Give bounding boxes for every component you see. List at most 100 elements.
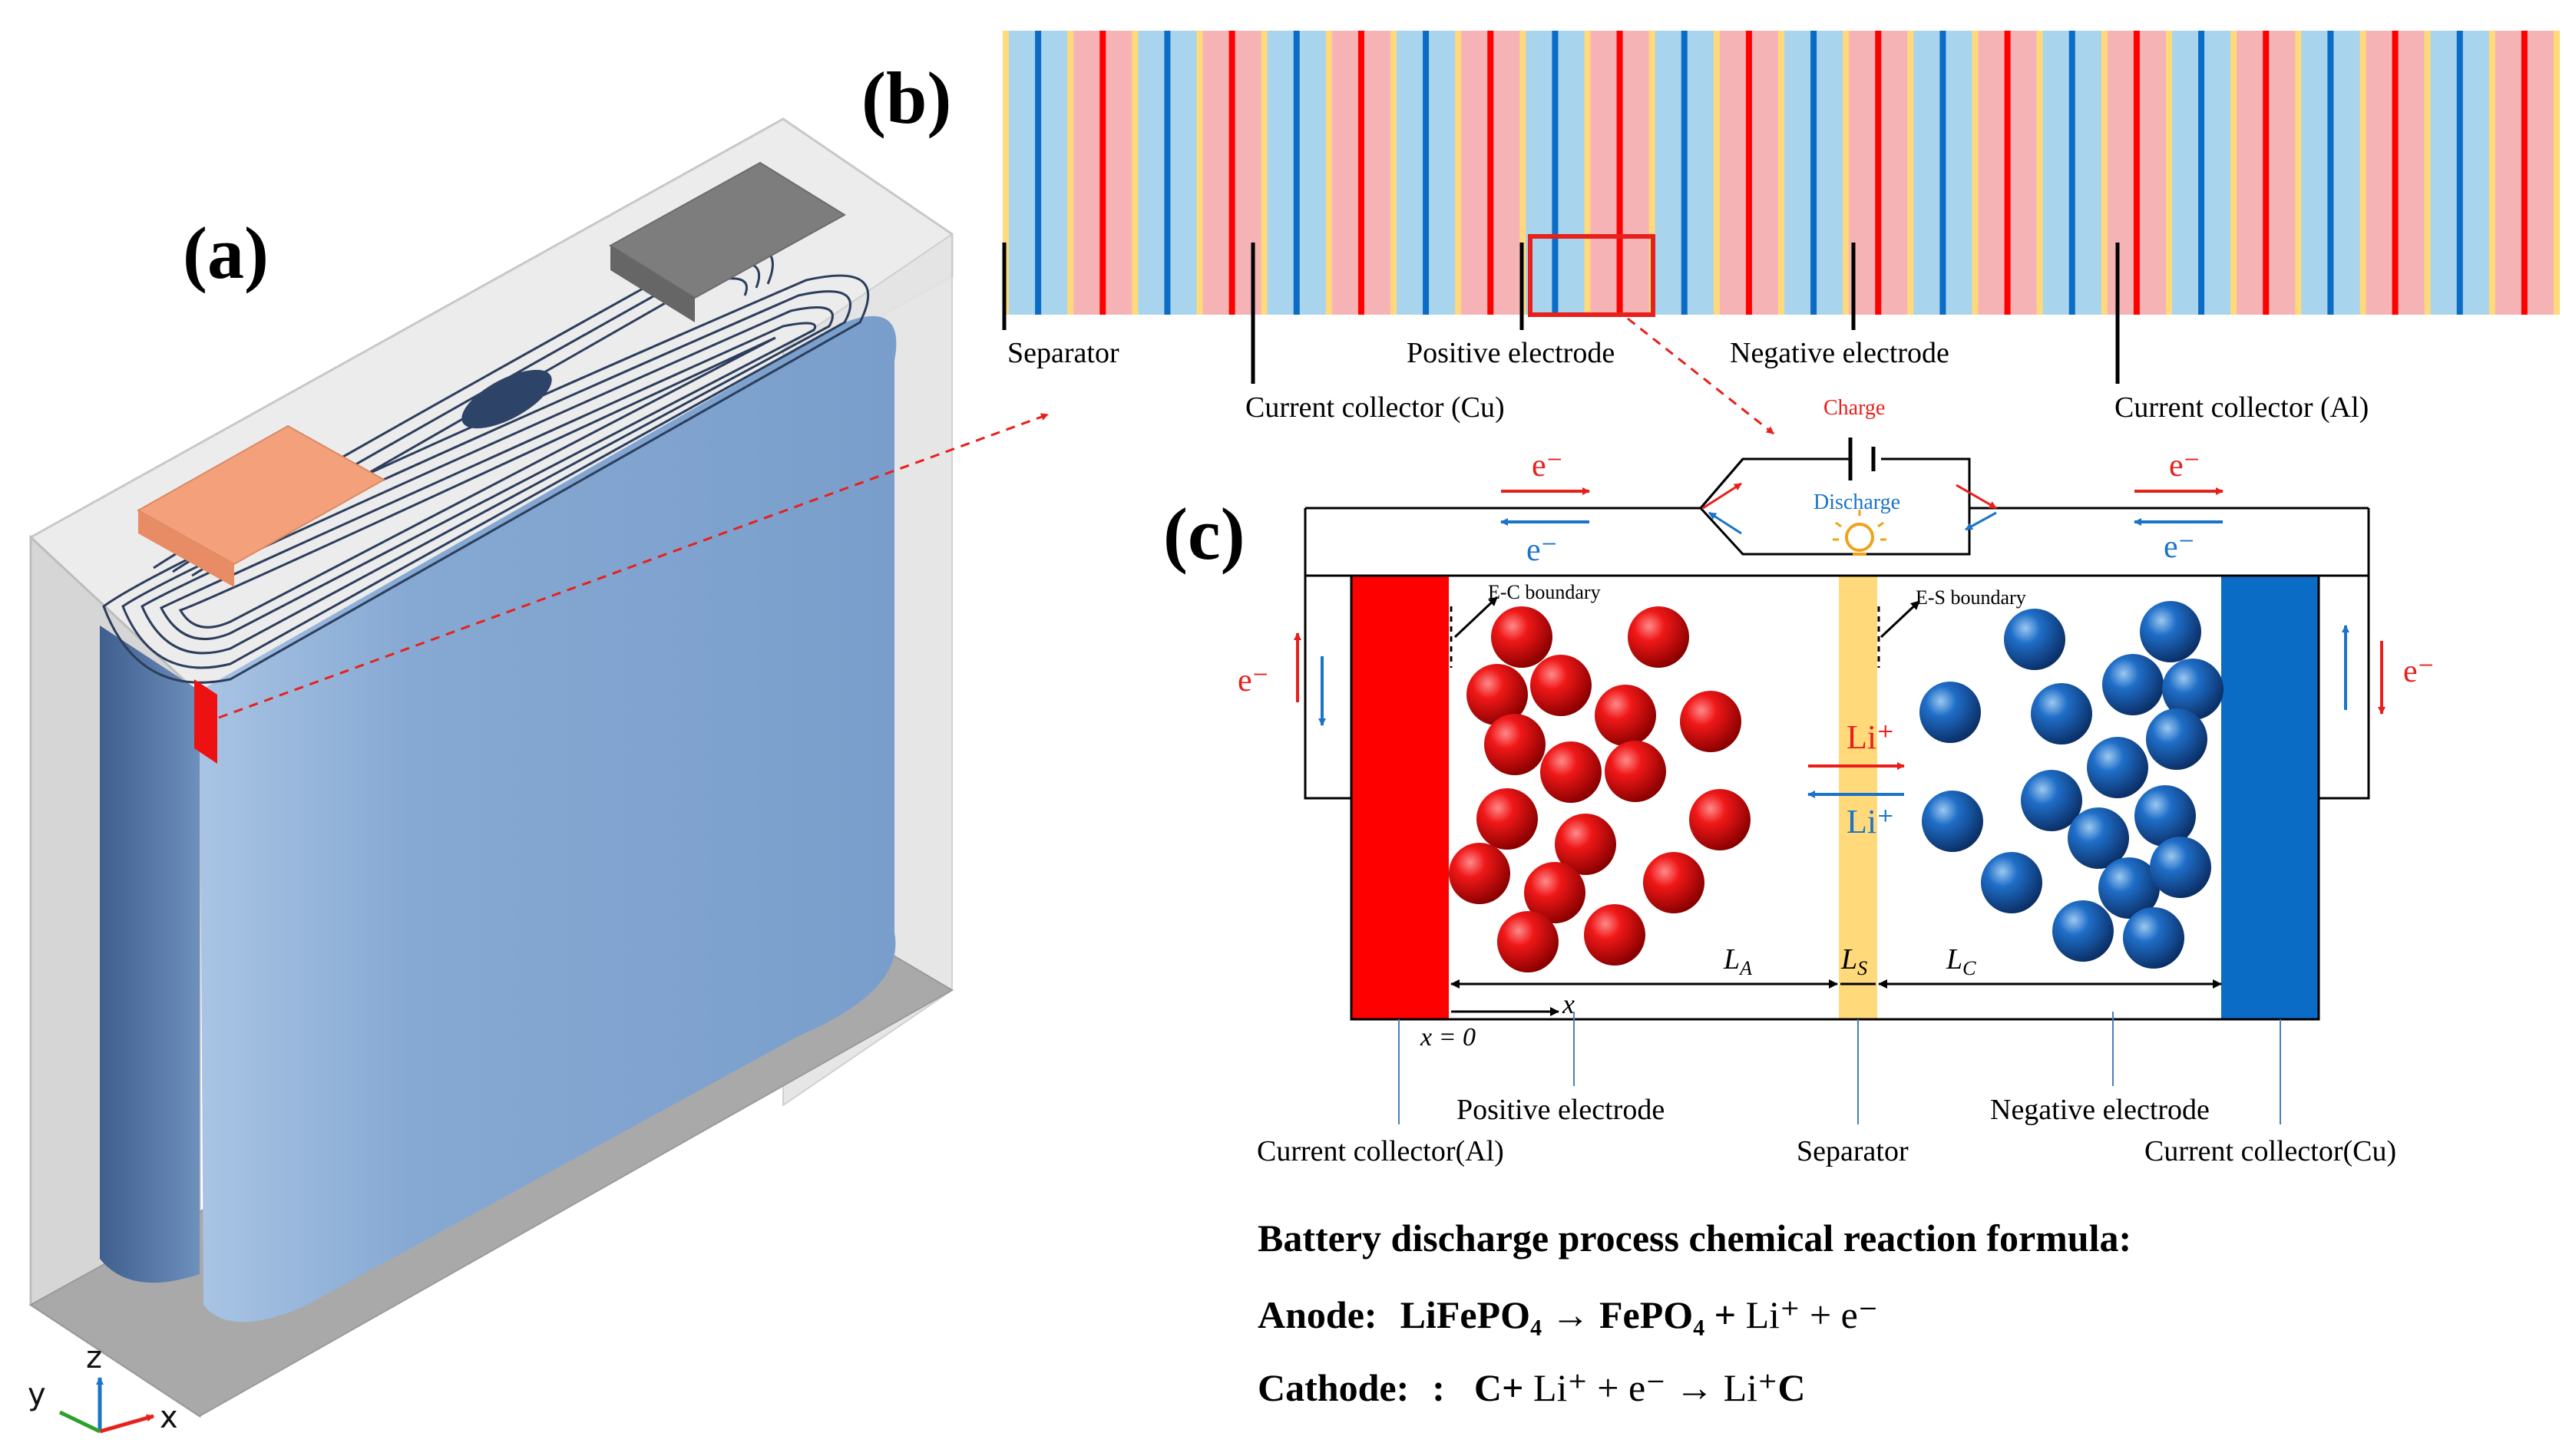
anode-particle xyxy=(2004,609,2065,670)
anode-particle xyxy=(1922,791,1983,852)
stack-layer xyxy=(2330,31,2363,315)
stack-layer xyxy=(1975,31,2009,315)
stack-divider xyxy=(2295,31,2302,315)
stack-divider xyxy=(2230,31,2237,315)
stack-collector xyxy=(2263,31,2270,315)
negative-terminal-tab-side xyxy=(610,246,695,322)
stack-layer xyxy=(2524,31,2557,315)
anode-particle xyxy=(2021,770,2082,831)
stack-divider xyxy=(1132,31,1139,315)
x0-label: x = 0 xyxy=(1420,1023,1476,1052)
anode-particle xyxy=(2102,654,2164,715)
stack-divider xyxy=(1003,31,1009,315)
positive-terminal-tab-side xyxy=(138,510,234,587)
stack-divider xyxy=(2166,31,2172,315)
axis-x-label: x xyxy=(160,1400,178,1435)
anode-particle xyxy=(2123,907,2184,969)
stack-divider xyxy=(1713,31,1720,315)
stack-divider xyxy=(2359,31,2366,315)
stack-layer xyxy=(1652,31,1685,315)
stack-divider xyxy=(2554,31,2560,315)
panel-label-c: (c) xyxy=(1163,493,1245,575)
stack-collector xyxy=(2456,31,2463,315)
stack-divider xyxy=(2101,31,2108,315)
battery-3d-model xyxy=(29,117,954,1418)
stack-layer xyxy=(1814,31,1847,315)
section-marker xyxy=(194,679,217,764)
cathode-particle xyxy=(1484,714,1546,775)
anode-particle xyxy=(2146,708,2207,770)
stack-label-positive: Positive electrode xyxy=(1407,337,1615,369)
stack-layer xyxy=(1716,31,1750,315)
cathode-particle xyxy=(1540,741,1602,803)
anode-particle xyxy=(2134,785,2196,847)
stack-collector xyxy=(2133,31,2140,315)
leader-lines xyxy=(1398,1012,2281,1124)
stack-collector xyxy=(1228,31,1235,315)
charge-arrow-right xyxy=(1956,484,1997,510)
stack-layer xyxy=(1523,31,1556,315)
stack-divider xyxy=(1907,31,1914,315)
label-positive: Positive electrode xyxy=(1456,1094,1665,1126)
stack-divider xyxy=(1843,31,1850,315)
stack-layer xyxy=(1555,31,1588,315)
stack-collector xyxy=(2004,31,2011,315)
charge-arrow-left xyxy=(1702,482,1742,510)
stack-divider xyxy=(1648,31,1655,315)
anode-particle xyxy=(1919,682,1981,743)
cathode-particle xyxy=(1643,852,1704,913)
stack-layer xyxy=(1070,31,1103,315)
stack-layer xyxy=(2362,31,2396,315)
electron-label-top-left-blue: e⁻ xyxy=(1526,533,1558,568)
panel-label-a: (a) xyxy=(183,212,269,294)
stack-collector xyxy=(1423,31,1430,315)
zoom-arrow-a-b xyxy=(218,413,1049,719)
stack-collector xyxy=(2198,31,2205,315)
stack-layer xyxy=(1458,31,1491,315)
stack-collector xyxy=(1164,31,1171,315)
stack-layer xyxy=(2136,31,2170,315)
stack-layer xyxy=(2201,31,2234,315)
stack-layer xyxy=(2491,31,2525,315)
li-ion-label-blue: Li⁺ xyxy=(1847,803,1894,840)
anode-particle xyxy=(2150,837,2211,898)
axis-z-label: z xyxy=(86,1340,102,1375)
stack-collector xyxy=(1099,31,1106,315)
zoom-box xyxy=(1528,234,1655,317)
stack-collector xyxy=(1875,31,1882,315)
stack-label-negative: Negative electrode xyxy=(1730,337,1949,369)
anode-particle xyxy=(2140,601,2201,662)
cathode-particle xyxy=(1628,606,1689,668)
formula-anode: Anode:LiFePO₄ → FePO₄ + Li⁺ + e⁻ xyxy=(1258,1293,1878,1336)
cathode-particle xyxy=(1524,862,1585,923)
stack-collector xyxy=(2068,31,2075,315)
stack-layer xyxy=(1878,31,1911,315)
stack-collector xyxy=(1293,31,1300,315)
roll-front xyxy=(200,315,897,1322)
panel-label-b: (b) xyxy=(861,57,951,139)
stack-layer xyxy=(1264,31,1298,315)
stack-collector xyxy=(1035,31,1042,315)
stack-divider xyxy=(1455,31,1462,315)
stack-layer xyxy=(1103,31,1136,315)
label-negative: Negative electrode xyxy=(1990,1094,2210,1126)
ec-boundary-arrow xyxy=(1453,596,1499,639)
li-ion-label-red: Li⁺ xyxy=(1847,718,1894,756)
stack-divider xyxy=(1390,31,1397,315)
cathode-particle xyxy=(1555,814,1616,875)
stack-collector xyxy=(2392,31,2399,315)
cell-box-outline xyxy=(1350,574,2320,1021)
stack-layer xyxy=(2266,31,2299,315)
cathode-particle xyxy=(1491,606,1552,668)
collector-cu xyxy=(2221,576,2319,1019)
roll-side xyxy=(100,626,200,1283)
discharge-label: Discharge xyxy=(1814,490,1900,514)
stack-collector xyxy=(1487,31,1494,315)
zoom-arrow-b-c xyxy=(1627,317,1774,435)
stack-layer xyxy=(1006,31,1039,315)
label-cc-al: Current collector(Al) xyxy=(1257,1135,1504,1167)
stack-layer xyxy=(1038,31,1071,315)
stack-divider xyxy=(1196,31,1203,315)
cathode-particle xyxy=(1476,788,1538,850)
